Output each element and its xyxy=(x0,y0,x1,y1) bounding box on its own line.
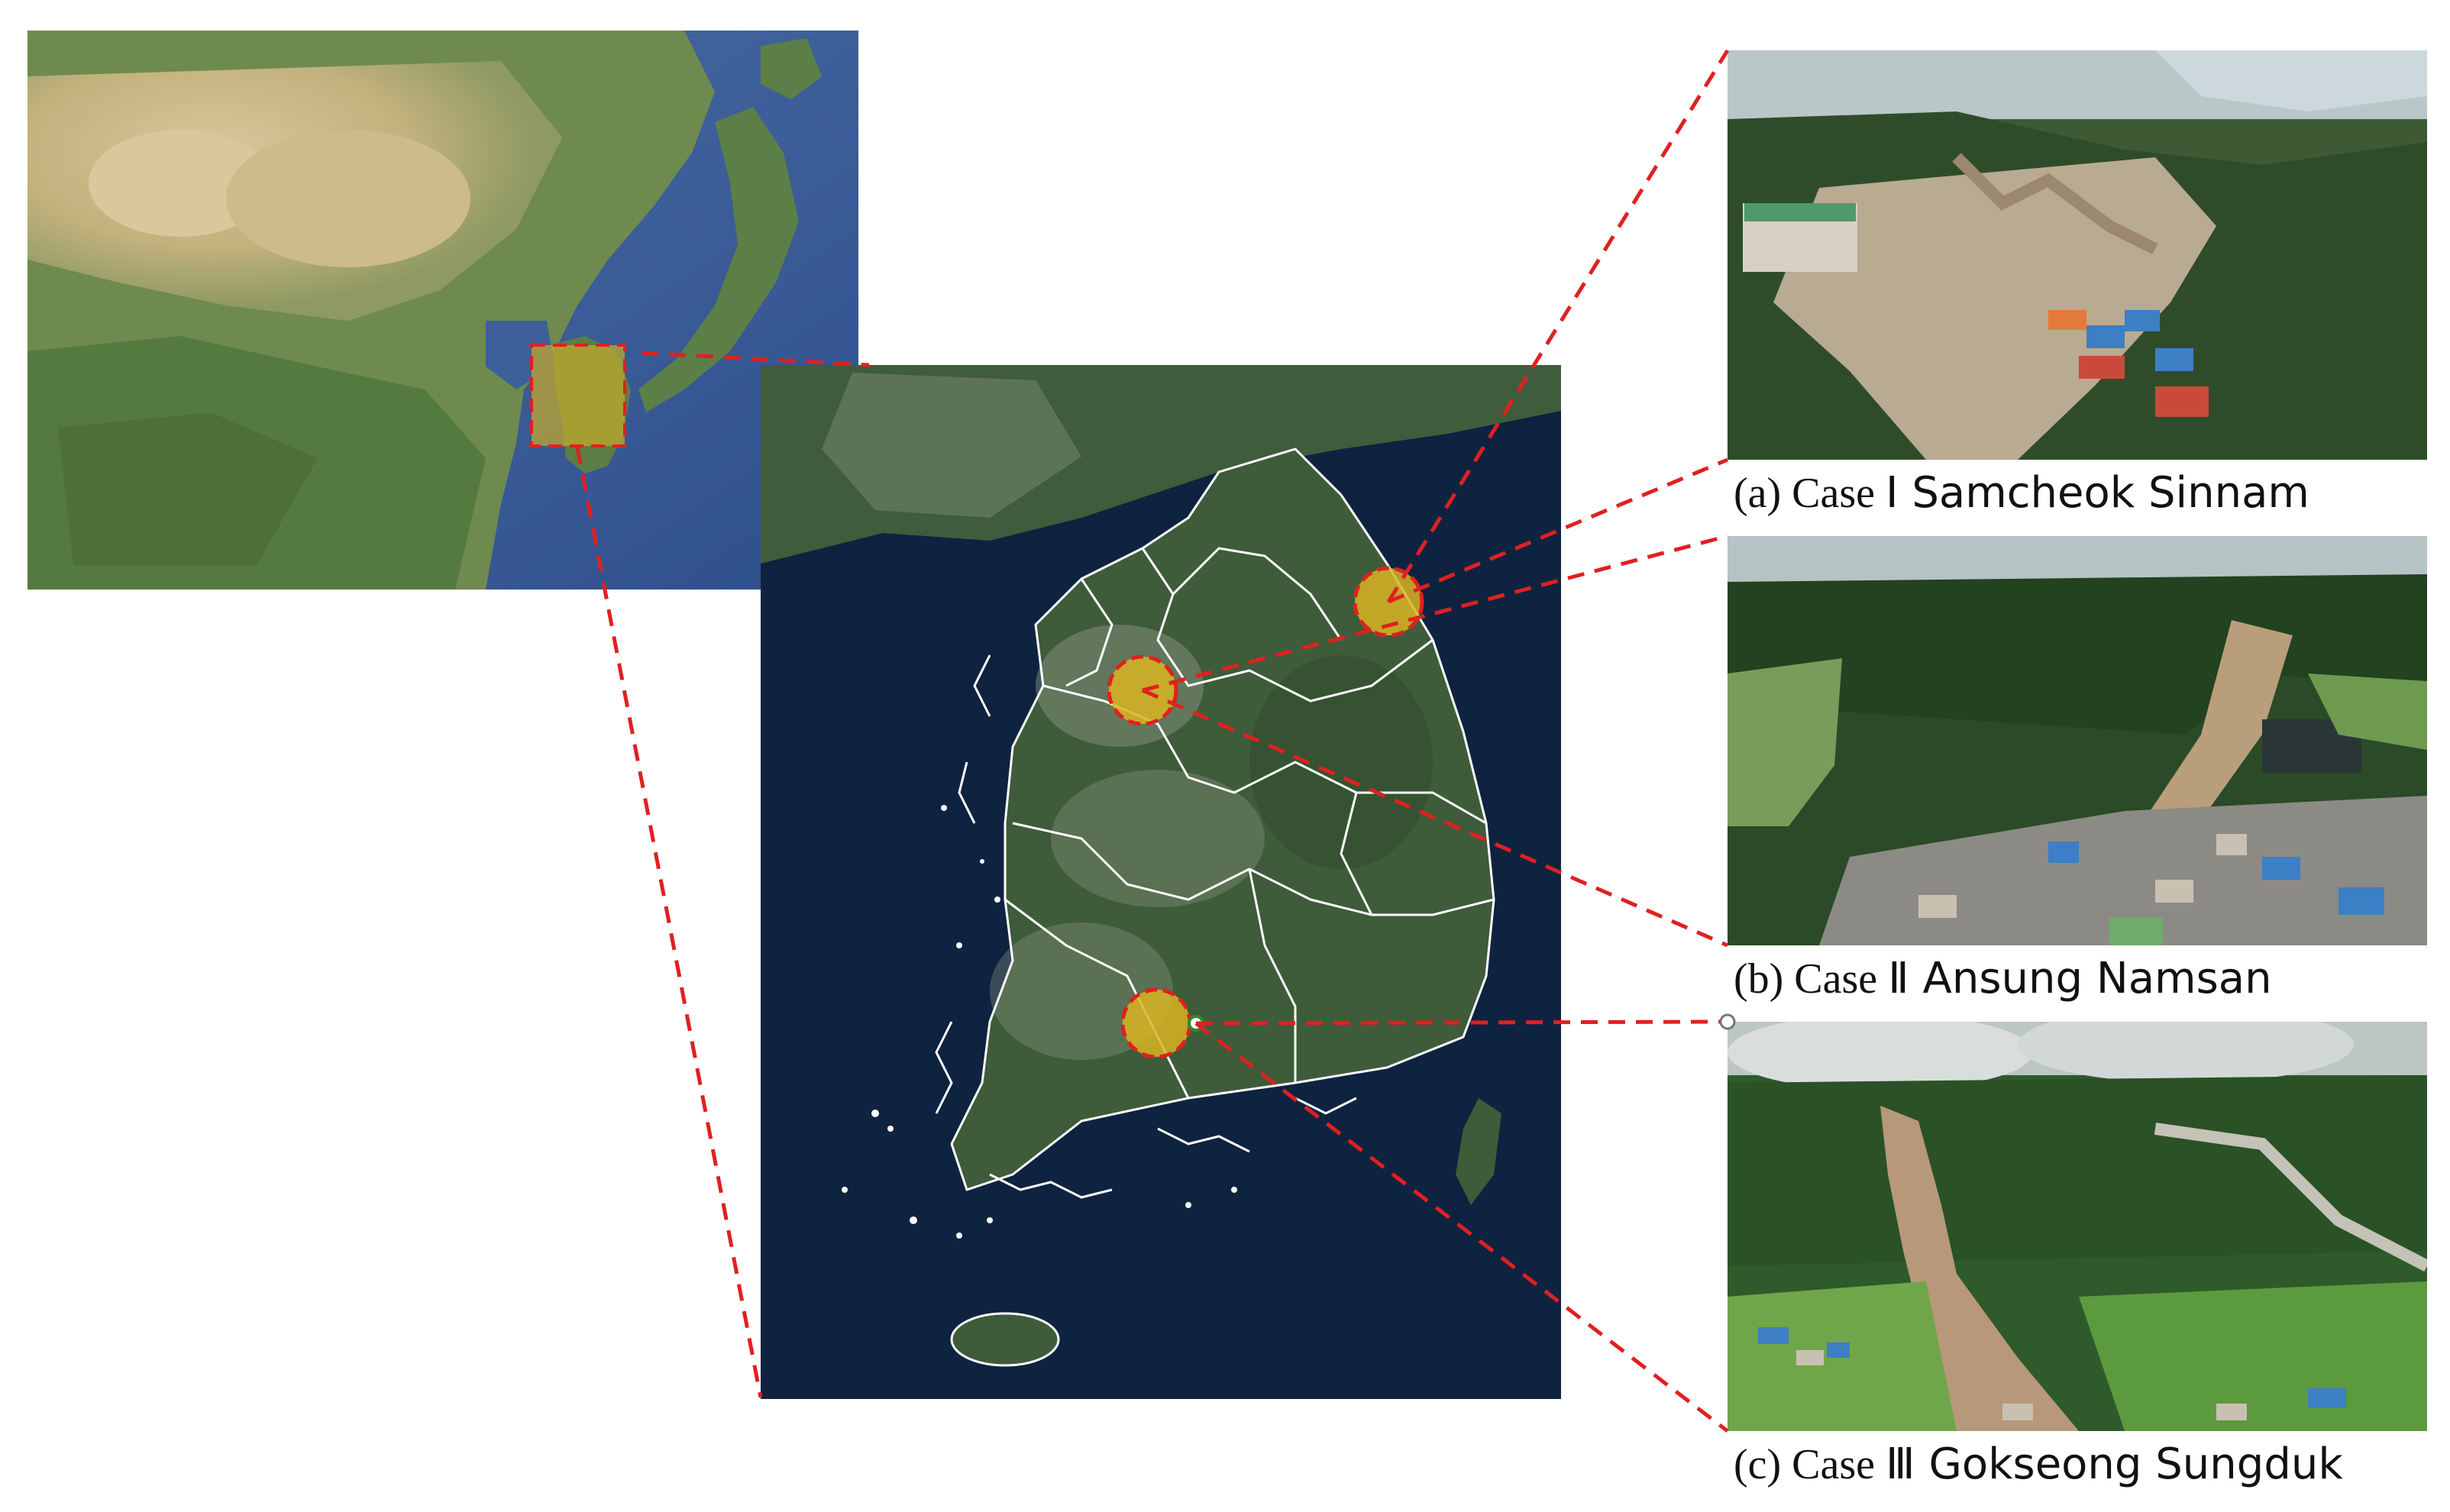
caption-case-1-prefix: (a) Case Ⅰ xyxy=(1734,470,1899,517)
site-photo-gokseong xyxy=(1728,1022,2427,1431)
caption-case-1-place: Samcheok Sinnam xyxy=(1912,468,2309,518)
caption-case-2-prefix: (b) Case Ⅱ xyxy=(1734,955,1909,1003)
caption-case-3-place: Gokseong Sungduk xyxy=(1928,1439,2343,1489)
site-photo-samcheok xyxy=(1728,50,2427,460)
caption-case-2: (b) Case Ⅱ Ansung Namsan xyxy=(1734,955,2444,1003)
regional-satellite-map xyxy=(27,31,858,590)
site-photo-ansung xyxy=(1728,536,2427,945)
caption-case-1: (a) Case Ⅰ Samcheok Sinnam xyxy=(1734,469,2444,518)
caption-case-3-prefix: (c) Case Ⅲ xyxy=(1734,1441,1915,1488)
caption-case-2-place: Ansung Namsan xyxy=(1922,954,2272,1003)
zoom-line-bottom xyxy=(575,447,763,1398)
south-korea-satellite-map xyxy=(761,365,1561,1399)
caption-case-3: (c) Case Ⅲ Gokseong Sungduk xyxy=(1734,1440,2444,1489)
